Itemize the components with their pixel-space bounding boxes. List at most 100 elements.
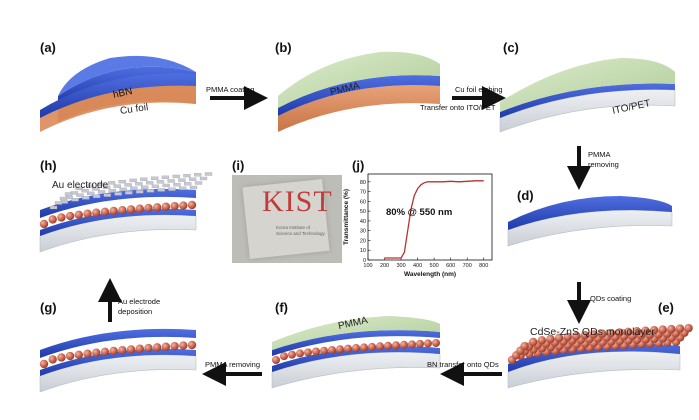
quantum-dot (606, 328, 616, 338)
hbn-top-f (272, 330, 440, 356)
au-electrode-pad (118, 179, 126, 184)
quantum-dot (126, 345, 136, 354)
au-electrode-pad (184, 182, 192, 186)
hbn-top-surface (58, 55, 196, 96)
pmma-layer-b (278, 51, 440, 108)
quantum-dot (328, 345, 336, 354)
quantum-dot (135, 204, 144, 213)
au-electrode-pad (75, 186, 83, 191)
quantum-dot (57, 213, 66, 222)
au-electrode-pad (49, 205, 58, 210)
au-electrode-pad (179, 186, 187, 190)
quantum-dot (48, 215, 57, 224)
quantum-dot (152, 203, 162, 212)
au-electrode-pad (189, 185, 198, 190)
quantum-dot (384, 341, 392, 350)
hbn-top-g (40, 328, 196, 358)
hbn-top-h (40, 188, 196, 218)
quantum-dot (48, 355, 57, 364)
quantum-dot (187, 200, 197, 210)
quantum-dot (623, 327, 633, 337)
quantum-dot (100, 347, 110, 357)
quantum-dot (74, 210, 84, 219)
qd-monolayer-e (507, 323, 693, 365)
quantum-dot (288, 350, 296, 359)
device-g (39, 328, 197, 393)
au-electrode-pad (151, 176, 159, 180)
quantum-dot (118, 205, 127, 215)
quantum-dot (344, 344, 352, 353)
kist-subtitle-line1: Korea Institute of (276, 225, 311, 230)
au-electrode-pad (157, 188, 165, 192)
au-electrode-pad (168, 187, 176, 191)
quantum-dot (296, 349, 304, 358)
quantum-dot (376, 342, 384, 351)
au-electrode-pad (54, 201, 63, 205)
x-tick-label: 500 (430, 263, 439, 269)
ito-pet-substrate-d (507, 209, 673, 247)
panel-label-f: (f) (275, 300, 288, 315)
quantum-dot (118, 345, 127, 355)
quantum-dot (312, 347, 320, 356)
quantum-dot (39, 359, 49, 369)
device-a (40, 55, 196, 132)
au-electrode-pad (92, 187, 100, 191)
panel-label-a: (a) (40, 40, 56, 55)
au-electrode-pad (102, 185, 111, 190)
y-tick-label: 10 (360, 248, 366, 254)
au-electrode-pad (178, 178, 186, 182)
device-b (278, 51, 440, 132)
quantum-dot (658, 325, 667, 334)
kist-logo-photo: KIST Korea Institute of Science and Tech… (232, 175, 342, 263)
quantum-dot (392, 341, 400, 350)
au-electrode-pad (162, 183, 170, 188)
cu-foil-layer-b (278, 85, 440, 132)
x-tick-label: 200 (380, 263, 389, 269)
quantum-dot (83, 209, 92, 218)
step-caption-au-electrode: Au electrode (118, 297, 161, 306)
quantum-dot (520, 341, 529, 351)
au-electrode-pad (146, 189, 155, 193)
quantum-dot (170, 341, 179, 351)
transmittance-curve (384, 180, 484, 259)
quantum-dot (320, 346, 328, 355)
y-tick-label: 70 (360, 190, 366, 196)
au-electrode-pad (189, 177, 197, 181)
y-tick-label: 50 (360, 209, 366, 215)
step-caption-removing: removing (588, 160, 619, 169)
hbn-layer-e (508, 343, 680, 372)
quantum-dot (187, 340, 197, 350)
x-tick-label: 700 (463, 263, 472, 269)
quantum-dot (135, 344, 144, 353)
quantum-dot (546, 334, 555, 344)
panel-label-b: (b) (275, 40, 292, 55)
panel-label-h: (h) (40, 158, 57, 173)
au-electrode-pad (113, 184, 121, 188)
x-tick-label: 800 (479, 263, 488, 269)
hbn-front (40, 73, 196, 118)
quantum-dot (100, 207, 110, 217)
cu-foil-front (40, 85, 196, 132)
device-f (271, 316, 441, 389)
hbn-bottom-g (40, 348, 196, 376)
ito-pet-substrate-e (507, 351, 681, 389)
device-e (507, 323, 693, 389)
quantum-dot (272, 356, 280, 364)
au-electrode-pad (204, 172, 213, 176)
quantum-dot (400, 340, 408, 349)
chart-annotation: 80% @ 550 nm (386, 207, 452, 218)
au-electrode-pad (136, 190, 144, 194)
quantum-dot (432, 339, 440, 347)
au-electrode-pad (194, 173, 202, 177)
quantum-dot (537, 336, 547, 345)
au-electrode-grid (49, 172, 213, 210)
hbn-bottom-h (40, 208, 196, 236)
layer-label-qds-monolayer: CdSe-ZnS QDs monolayer (530, 326, 655, 338)
au-electrode-pad (71, 198, 79, 202)
step-caption-deposition: deposition (118, 307, 153, 316)
plot-frame (367, 173, 493, 261)
step-caption-bn-transfer: BN transfer onto QDs (427, 360, 499, 369)
panel-label-c: (c) (503, 40, 519, 55)
